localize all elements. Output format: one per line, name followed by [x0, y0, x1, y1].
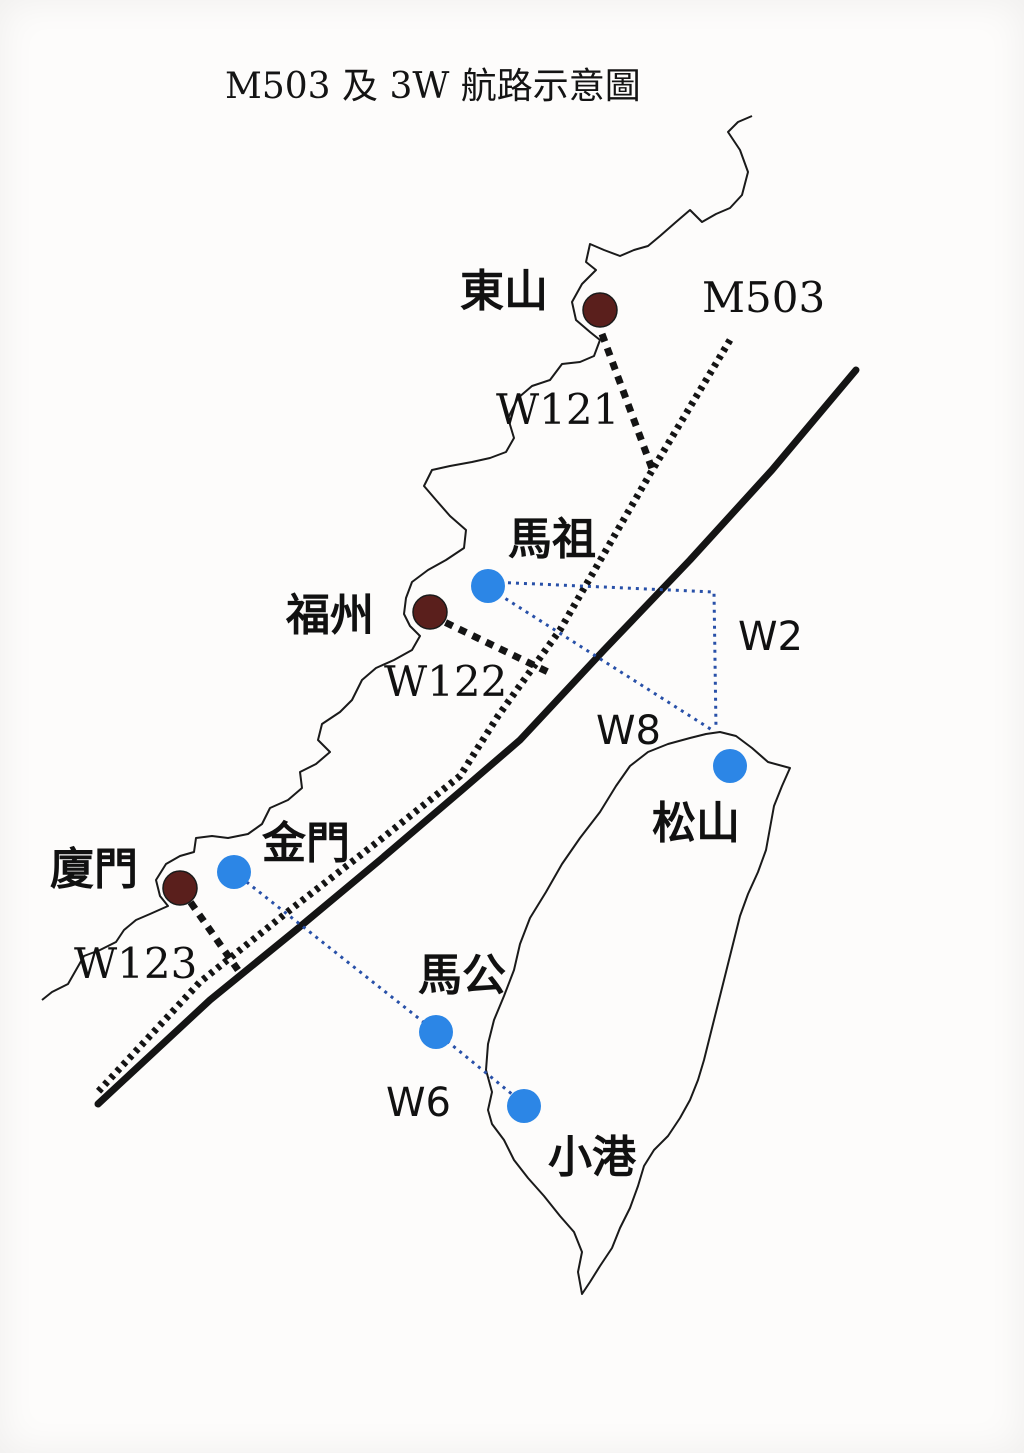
magong-label: 馬公: [418, 950, 506, 1001]
w123-label: W123: [74, 939, 197, 988]
w122-label: W122: [384, 657, 507, 706]
w122-route-line: [430, 612, 550, 676]
dongshan-label: 東山: [460, 266, 548, 317]
xiamen-label: 廈門: [50, 844, 138, 895]
songshan-label: 松山: [652, 798, 740, 849]
xiaogang-marker: [507, 1089, 541, 1123]
w2-route-line: [491, 580, 718, 729]
median-line: [94, 366, 860, 1108]
w2-label: W2: [738, 614, 803, 660]
fuzhou-marker: [412, 594, 448, 630]
w8-route-line: [491, 588, 713, 732]
kinmen-label: 金門: [261, 818, 350, 869]
xiaogang-label: 小港: [548, 1132, 637, 1183]
dongshan-marker: [582, 292, 618, 328]
map-title: M503 及 3W 航路示意圖: [225, 66, 641, 107]
mainland-coastline: [41, 115, 753, 1001]
m503-label: M503: [702, 273, 825, 322]
magong-marker: [419, 1015, 453, 1049]
w121-route-line: [598, 332, 658, 476]
w6-label: W6: [386, 1080, 451, 1126]
taiwan-outline: [485, 731, 791, 1295]
fuzhou-label: 福州: [285, 590, 374, 641]
xiamen-marker: [162, 870, 198, 906]
m503-route-line: [93, 338, 734, 1097]
w123-route-line: [179, 887, 241, 973]
matsu-marker: [471, 569, 505, 603]
w121-label: W121: [496, 385, 619, 434]
kinmen-marker: [217, 855, 251, 889]
songshan-marker: [713, 749, 747, 783]
w8-label: W8: [596, 708, 661, 754]
matsu-label: 馬祖: [508, 514, 596, 565]
